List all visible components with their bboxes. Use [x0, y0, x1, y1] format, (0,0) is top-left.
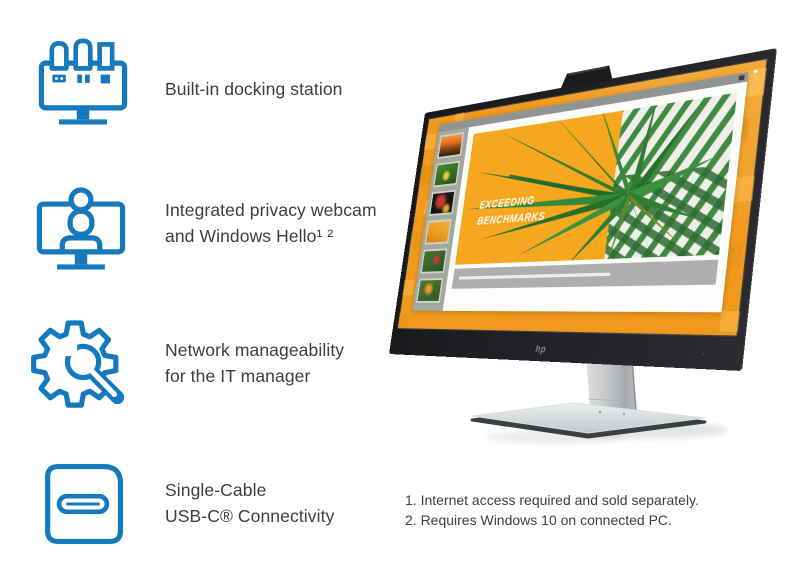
thumbnail-sunset-landscape [437, 131, 465, 160]
slide-caption-bar [451, 259, 719, 289]
base-top [471, 402, 706, 434]
feature-line: and Windows Hello¹ ² [165, 226, 334, 246]
thumbnail-bird-of-paradise-flower [415, 278, 444, 303]
feature-line: Single-Cable [165, 480, 267, 500]
feature-line: Integrated privacy webcam [165, 200, 377, 220]
feature-label-webcam: Integrated privacy webcam and Windows He… [165, 197, 377, 249]
usb-c-icon [31, 452, 135, 556]
thumbnail-jungle-parrot [420, 248, 448, 274]
feature-label-network: Network manageability for the IT manager [165, 337, 344, 389]
caption-text-line [458, 272, 611, 280]
slide-title: EXCEEDING BENCHMARKS [476, 192, 548, 230]
feature-line: USB-C® Connectivity [165, 506, 335, 526]
toolbar-button [738, 74, 745, 81]
feature-line: Built-in docking station [165, 79, 343, 99]
footnote-1: 1. Internet access required and sold sep… [405, 492, 699, 508]
privacy-webcam-icon [29, 177, 133, 281]
feature-line: for the IT manager [165, 366, 311, 386]
network-manageability-icon [29, 311, 133, 415]
feature-label-usbc: Single-Cable USB-C® Connectivity [165, 477, 334, 529]
feature-line: Network manageability [165, 340, 345, 360]
thumbnail-green-plant-yellow-flower [432, 160, 461, 188]
footnotes: 1. Internet access required and sold sep… [405, 490, 699, 530]
docking-station-icon [31, 33, 135, 137]
footnote-2: 2. Requires Windows 10 on connected PC. [405, 512, 672, 528]
stand-column [586, 356, 636, 410]
thumbnail-red-flower-on-dark [428, 189, 456, 217]
thumbnail-orange-flower-texture [424, 218, 452, 245]
feature-label-docking: Built-in docking station [165, 76, 343, 102]
